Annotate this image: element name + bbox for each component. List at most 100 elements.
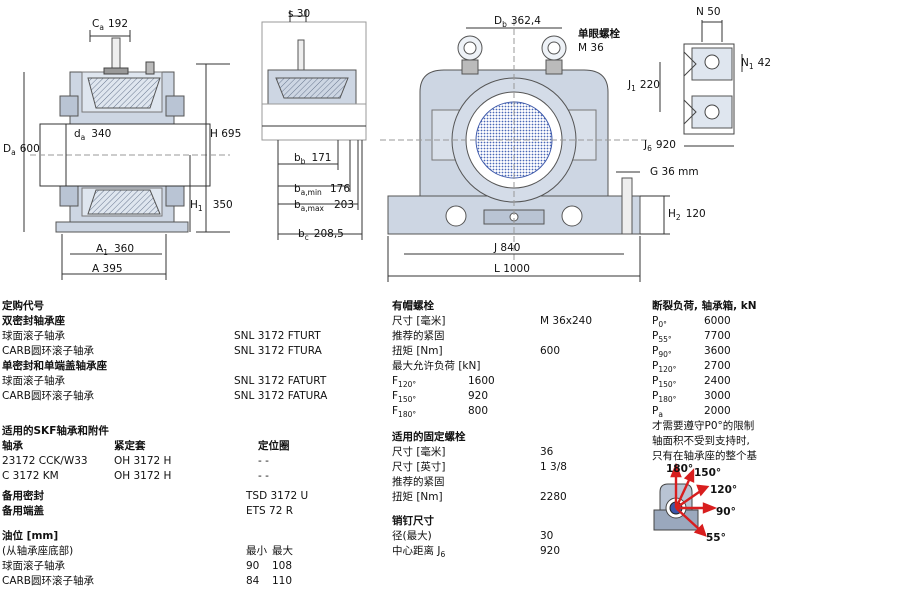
dim-h: H 695	[210, 128, 241, 140]
cap-bolt-load-label: F120°	[392, 375, 417, 390]
dowel-pin-diameter-value: 30	[540, 530, 554, 542]
order-label: CARB圆环滚子轴承	[2, 390, 95, 402]
cap-bolt-torque-label: 扭矩 [Nm]	[392, 345, 443, 357]
breaking-note-line: 轴面积不受到支持时,	[652, 435, 750, 447]
spare-cover-value: ETS 72 R	[246, 505, 294, 517]
fixing-bolt-inch-value: 1 3/8	[540, 461, 567, 473]
order-code: SNL 3172 FATURT	[234, 375, 327, 387]
breaking-note-line: 才需要遵守P0°的限制	[652, 420, 755, 432]
cap-bolt-size-value: M 36x240	[540, 315, 593, 327]
dim-bamax-label: ba,max	[294, 199, 325, 213]
dowel-pin-distance-value: 920	[540, 545, 561, 557]
order-code: SNL 3172 FTURA	[234, 345, 322, 357]
cap-bolt-size-label: 尺寸 [毫米]	[392, 315, 446, 327]
dim-bamin-label: ba,min	[294, 183, 322, 197]
oil-level-subtitle: (从轴承座底部)	[2, 545, 74, 557]
breaking-note-line: 只有在轴承座的整个基	[652, 450, 757, 462]
breaking-load-value: 2000	[704, 405, 731, 417]
oil-level-min: 90	[246, 560, 260, 572]
order-code: SNL 3172 FATURA	[234, 390, 328, 402]
single-seal-title: 单密封和单端盖轴承座	[2, 360, 107, 372]
breaking-load-label: P180°	[652, 390, 677, 405]
cap-bolt-torque-value: 600	[540, 345, 561, 357]
dim-s: s 30	[288, 8, 310, 20]
breaking-load-value: 6000	[704, 315, 731, 327]
cap-bolt-load-value: 800	[468, 405, 489, 417]
double-seal-title: 双密封轴承座	[2, 315, 65, 327]
cap-bolt-load-title: 最大允许负荷 [kN]	[392, 360, 481, 372]
narrow-side-view-drawing	[261, 10, 367, 240]
breaking-load-label: P55°	[652, 330, 672, 345]
load-direction-diagram: 180° 150° 120° 90° 55°	[653, 462, 737, 544]
breaking-load-value: 3000	[704, 390, 731, 402]
breaking-load-label: P150°	[652, 375, 677, 390]
svg-text:150°: 150°	[694, 467, 721, 479]
front-view-drawing	[380, 20, 670, 282]
cap-bolt-load-label: F180°	[392, 405, 417, 420]
oil-level-title: 油位 [mm]	[2, 530, 59, 542]
dim-bamax: 203	[334, 199, 354, 211]
fixing-bolt-torque-label: 扭矩 [Nm]	[392, 491, 443, 503]
accessory-bearing: C 3172 KM	[2, 470, 59, 482]
accessories-title: 适用的SKF轴承和附件	[2, 425, 109, 437]
accessory-bearing: 23172 CCK/W33	[2, 455, 88, 467]
dowel-pins-title: 销钉尺寸	[392, 515, 434, 527]
order-label: CARB圆环滚子轴承	[2, 345, 95, 357]
cap-bolt-load-value: 920	[468, 390, 489, 402]
fixing-bolt-mm-value: 36	[540, 446, 554, 458]
ordering-title: 定购代号	[2, 300, 44, 312]
order-label: 球面滚子轴承	[2, 330, 65, 342]
accessory-sleeve: OH 3172 H	[114, 470, 172, 482]
fixing-bolt-mm-label: 尺寸 [毫米]	[392, 446, 446, 458]
breaking-load-title: 断裂负荷, 轴承箱, kN	[652, 300, 757, 312]
svg-text:55°: 55°	[706, 532, 726, 544]
dowel-pin-distance-label: 中心距离 J6	[392, 545, 446, 560]
spare-seal-value: TSD 3172 U	[246, 490, 309, 502]
cap-bolt-torque-title: 推荐的紧固	[392, 330, 445, 342]
oil-level-max: 110	[272, 575, 293, 587]
order-code: SNL 3172 FTURT	[234, 330, 321, 342]
dowel-pin-diameter-label: 径(最大)	[392, 530, 432, 542]
svg-text:180°: 180°	[666, 463, 693, 475]
fixing-bolts-title: 适用的固定螺栓	[392, 431, 466, 443]
dim-l: L 1000	[494, 263, 530, 275]
dim-n: N 50	[696, 6, 721, 18]
load-arrows	[670, 462, 718, 537]
oil-level-min: 84	[246, 575, 260, 587]
order-label: 球面滚子轴承	[2, 375, 65, 387]
breaking-load-value: 2400	[704, 375, 731, 387]
angle-labels: 180° 150° 120° 90° 55°	[666, 463, 737, 544]
breaking-load-value: 7700	[704, 330, 731, 342]
col-header-ring: 定位圈	[258, 440, 290, 452]
oil-level-label: CARB圆环滚子轴承	[2, 575, 95, 587]
breaking-load-label: P120°	[652, 360, 677, 375]
bolt-size: M 36	[578, 42, 604, 54]
accessory-ring: - -	[258, 470, 269, 482]
dim-g: G 36 mm	[650, 166, 699, 178]
accessory-ring: - -	[258, 455, 269, 467]
col-header-bearing: 轴承	[2, 440, 23, 452]
bolt-title: 单眼螺栓	[578, 27, 620, 40]
top-detail-drawing	[659, 20, 743, 147]
cap-bolts-title: 有帽螺栓	[392, 300, 434, 312]
fixing-bolt-inch-label: 尺寸 [英寸]	[392, 461, 446, 473]
breaking-load-label: P0°	[652, 315, 667, 330]
breaking-load-label: P90°	[652, 345, 672, 360]
cap-bolt-load-value: 1600	[468, 375, 495, 387]
cap-bolt-load-label: F150°	[392, 390, 417, 405]
spare-seal-label: 备用密封	[2, 490, 44, 502]
accessory-sleeve: OH 3172 H	[114, 455, 172, 467]
oil-level-max: 108	[272, 560, 293, 572]
svg-text:120°: 120°	[710, 484, 737, 496]
